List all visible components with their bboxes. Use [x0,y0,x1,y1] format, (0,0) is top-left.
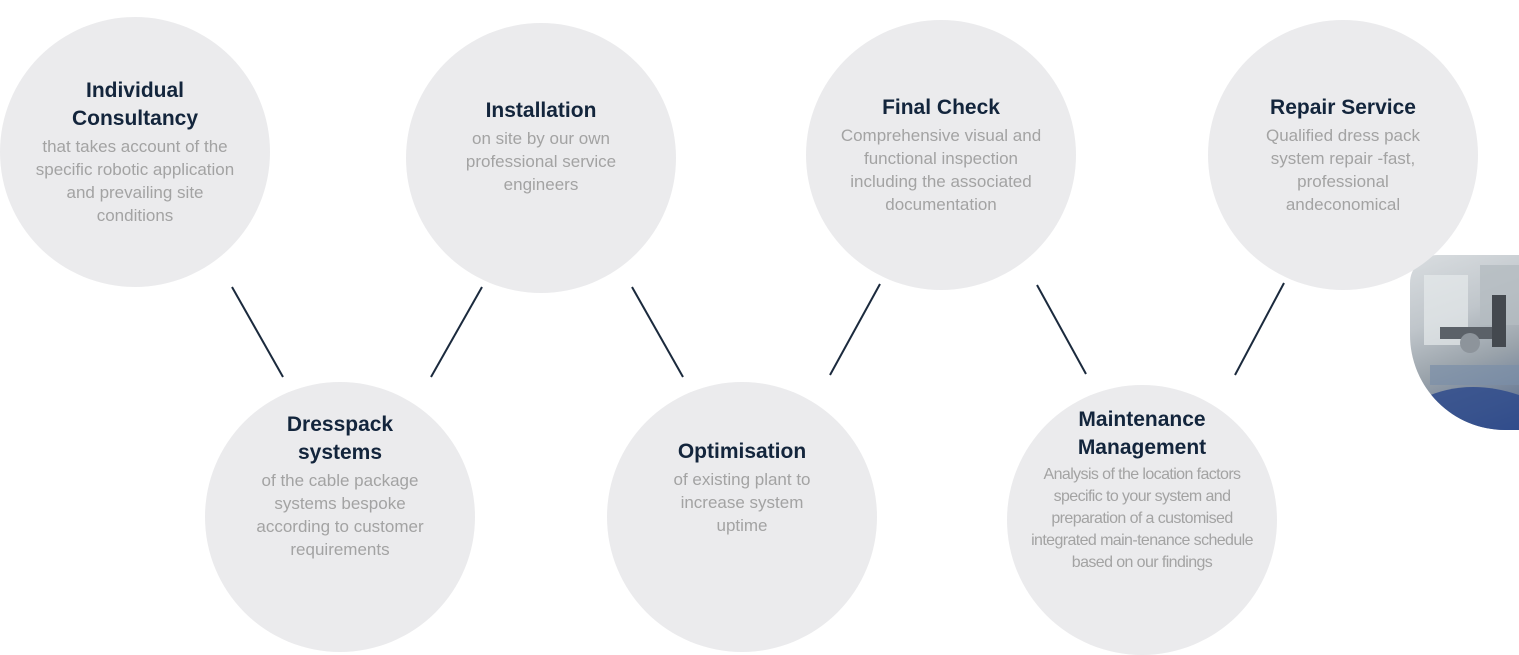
service-description: on site by our own professional service … [465,129,617,194]
connector-line [430,286,483,378]
service-circle-optimisation: Optimisation of existing plant to increa… [607,382,877,652]
service-title: Maintenance Management [1077,408,1207,459]
connector-line [829,283,881,376]
service-title: Individual Consultancy [71,79,199,130]
service-circle-individual-consultancy: Individual Consultancy that takes accoun… [0,17,270,287]
connector-line [1234,282,1285,376]
connector-line [231,286,284,378]
service-description: that takes account of the specific robot… [35,137,235,225]
service-description: Comprehensive visual and functional insp… [840,126,1042,214]
service-description: Analysis of the location factors specifi… [1031,466,1253,571]
service-circle-installation: Installation on site by our own professi… [406,23,676,293]
service-circle-dresspack-systems: Dresspack systems of the cable package s… [205,382,475,652]
connector-line [1036,284,1087,375]
service-title: Dresspack systems [286,413,394,464]
service-description: Qualified dress pack system repair -fast… [1265,126,1421,214]
service-description: of the cable package systems bespoke acc… [256,471,424,559]
service-title: Optimisation [677,440,807,463]
service-description: of existing plant to increase system upt… [673,470,811,535]
service-circle-final-check: Final Check Comprehensive visual and fun… [806,20,1076,290]
service-circle-maintenance-management: Maintenance Management Analysis of the l… [1007,385,1277,655]
service-title: Installation [485,99,597,122]
service-title: Final Check [882,96,1000,119]
service-title: Repair Service [1270,96,1416,119]
connector-line [631,286,684,378]
service-circle-repair-service: Repair Service Qualified dress pack syst… [1208,20,1478,290]
